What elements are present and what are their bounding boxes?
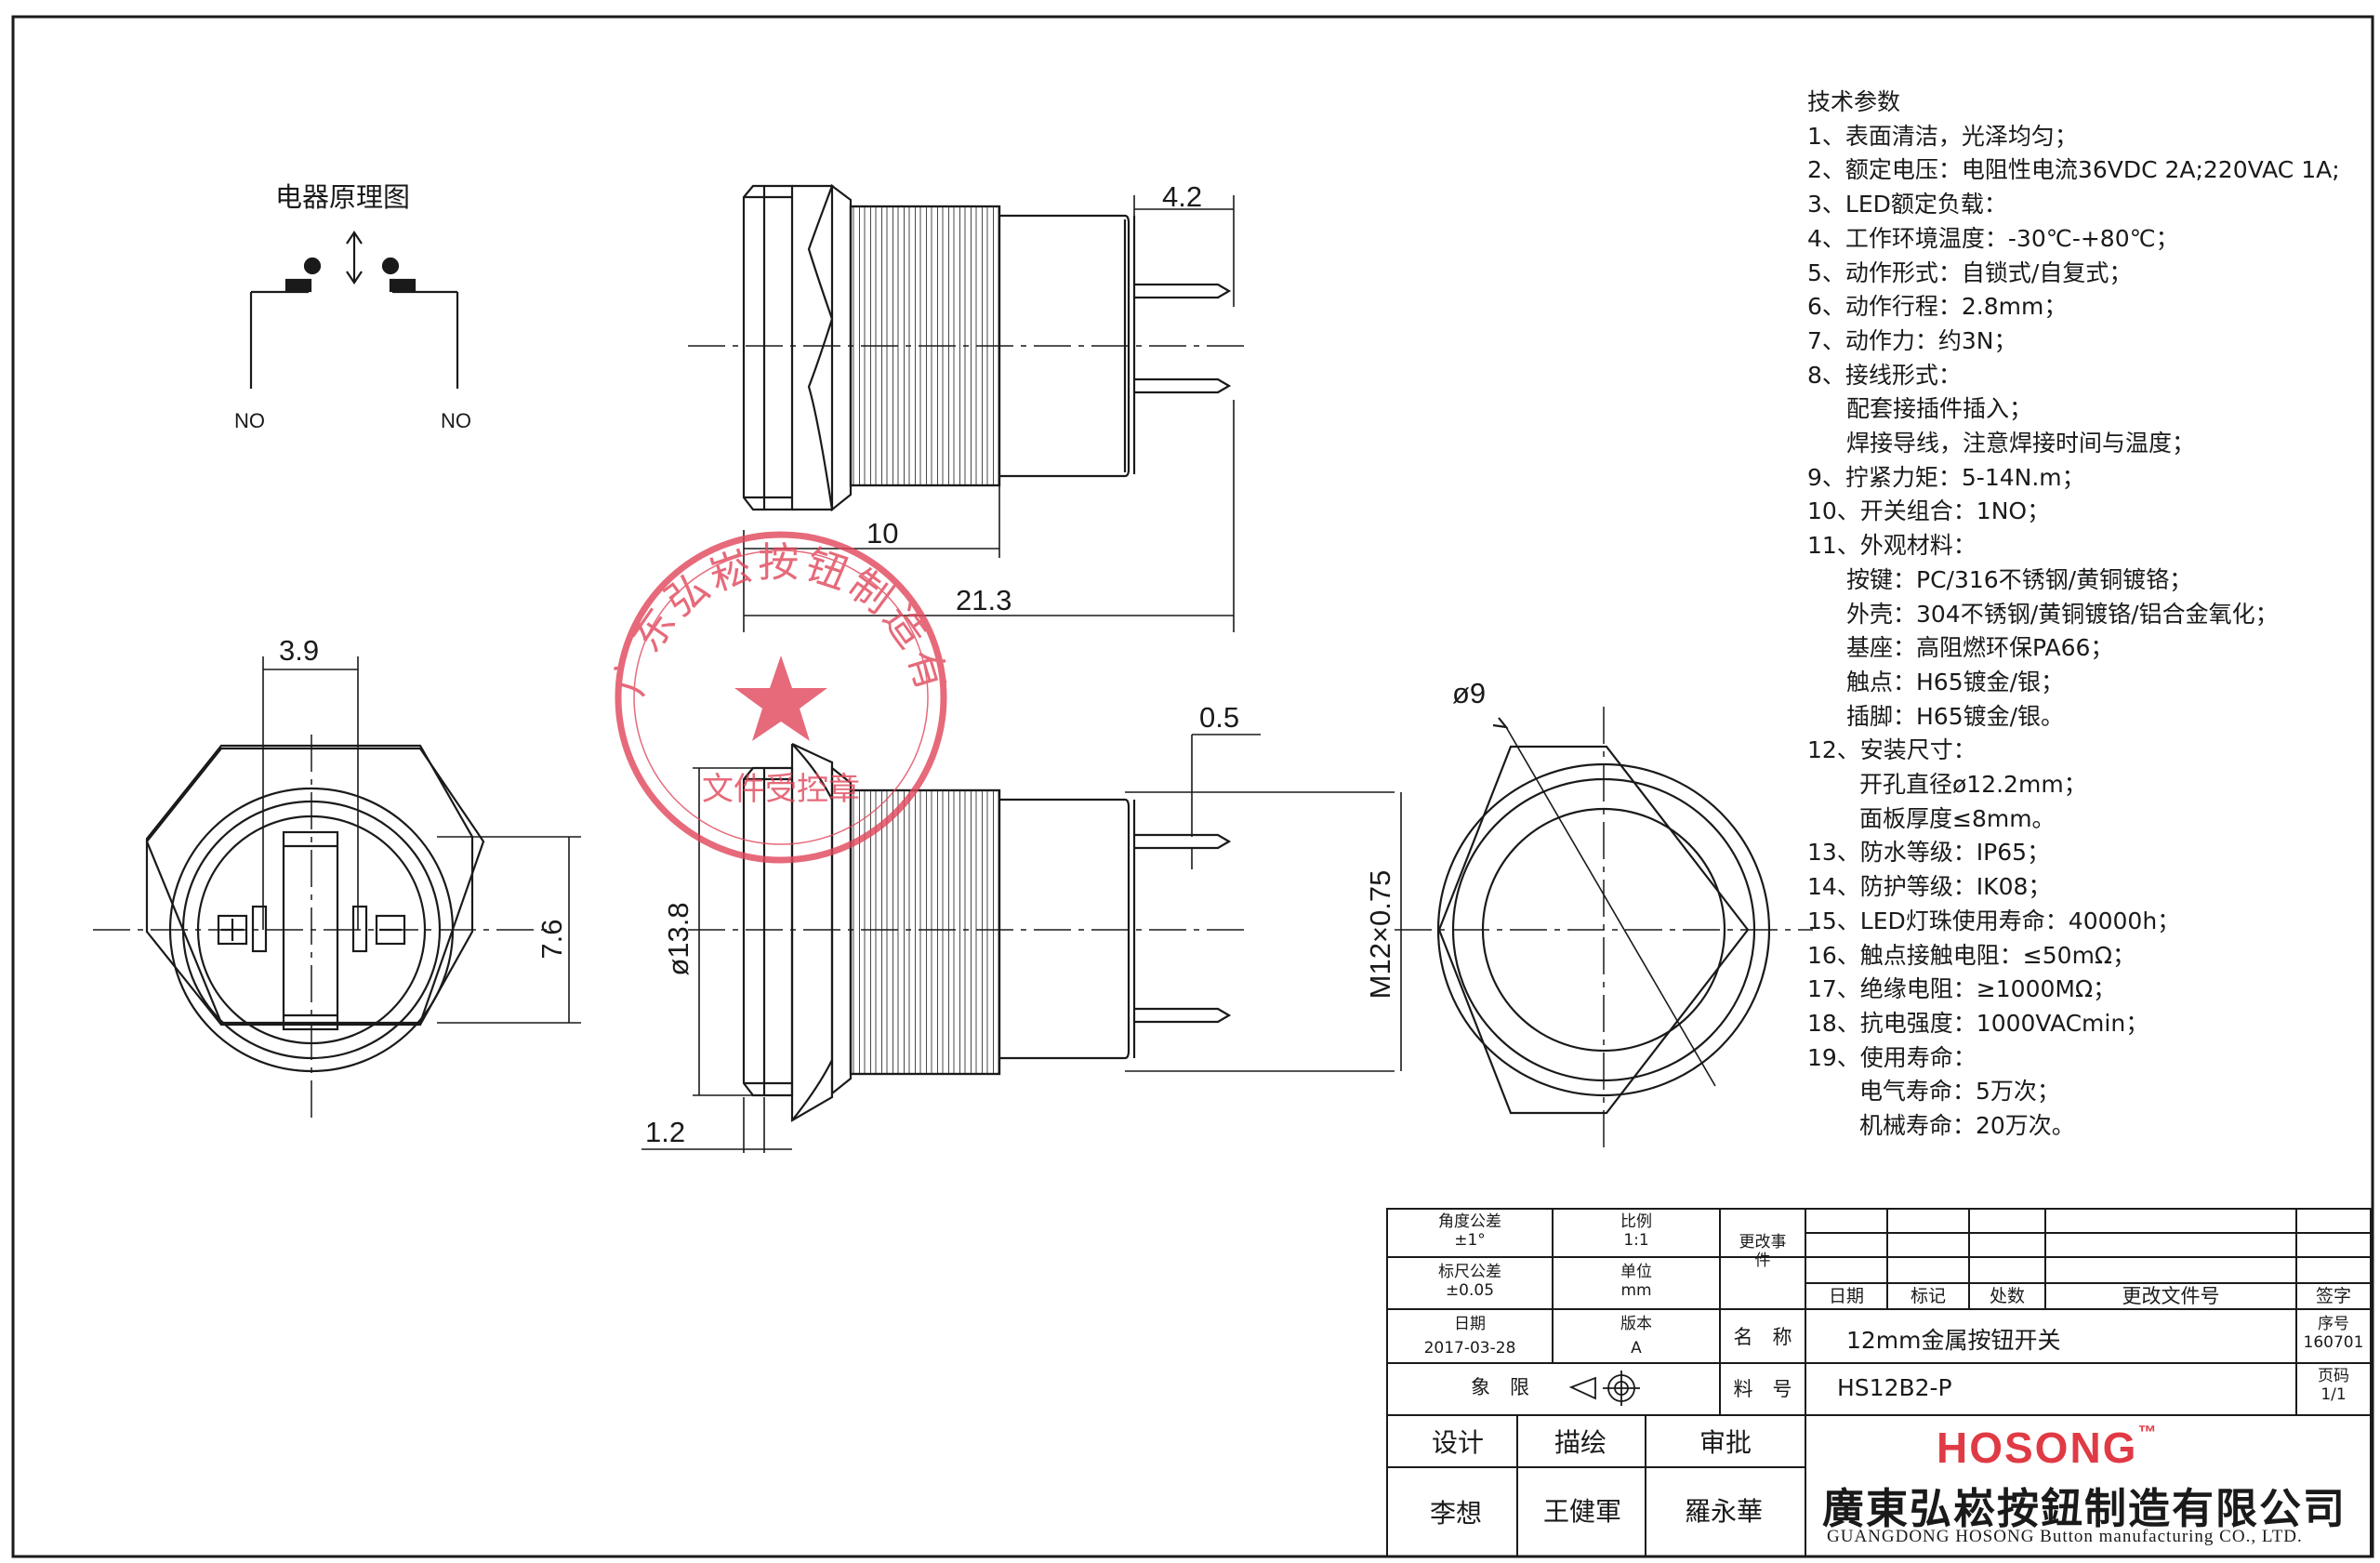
spec-line: 7、动作力：约3N；	[1807, 326, 2017, 354]
side-view-bottom	[742, 743, 1232, 1122]
side-view-top	[742, 183, 1232, 512]
tb-rev-mark: 标记	[1910, 1286, 1946, 1306]
spec-line: 触点：H65镀金/银；	[1846, 668, 2065, 695]
brand-logo: HOSONG™	[1937, 1423, 2159, 1472]
tb-drawer: 王健軍	[1543, 1496, 1622, 1527]
spec-line: 6、动作行程：2.8mm；	[1807, 293, 2068, 321]
projection-symbol-icon	[1568, 1371, 1640, 1406]
tb-change-event: 更改事件	[1739, 1233, 1787, 1270]
schematic-label-right: NO	[441, 409, 471, 432]
svg-text:文件受控章: 文件受控章	[702, 771, 860, 808]
spec-line: 12、安装尺寸：	[1807, 736, 1977, 764]
dimension-labels: 4.2 10 21.3 3.9 7.6 0.5 ø13.8 M12×0.75 1…	[279, 180, 1486, 1148]
tb-angle-tol: 角度公差±1°	[1438, 1212, 1501, 1250]
spec-line: 19、使用寿命：	[1807, 1043, 1977, 1071]
spec-line: 14、防护等级：IK08；	[1807, 873, 2052, 901]
dimension-lines	[262, 195, 1402, 1153]
center-lines	[93, 345, 1813, 1153]
sheet-border	[11, 15, 2374, 1558]
spec-line: 配套接插件插入；	[1846, 395, 2033, 423]
dim-0-5: 0.5	[1199, 701, 1239, 734]
spec-line: 11、外观材料：	[1807, 532, 1977, 560]
title-block-grid	[1386, 1208, 2372, 1557]
dim-7-6: 7.6	[536, 919, 568, 959]
dim-21-3: 21.3	[956, 584, 1012, 616]
tb-approve-label: 审批	[1699, 1427, 1752, 1458]
spec-line: 开孔直径ø12.2mm；	[1859, 771, 2087, 799]
spec-line: 按键：PC/316不锈钢/黄铜镀铬；	[1846, 565, 2193, 593]
spec-line: 焊接导线，注意焊接时间与温度；	[1846, 430, 2196, 457]
tb-rev-date: 日期	[1828, 1286, 1864, 1306]
spec-line: 5、动作形式：自锁式/自复式；	[1807, 258, 2133, 286]
front-view-left	[145, 744, 485, 1073]
tb-design-label: 设计	[1432, 1427, 1485, 1458]
tb-rev-count: 处数	[1989, 1286, 2025, 1306]
spec-line: 10、开关组合：1NO；	[1807, 497, 2051, 525]
dim-4-2: 4.2	[1162, 180, 1202, 213]
dim-13-8: ø13.8	[662, 902, 694, 975]
dim-3-9: 3.9	[279, 634, 319, 667]
technical-specs: 技术参数 1、表面清洁，光泽均匀； 2、额定电压：电阻性电流36VDC 2A;2…	[1807, 86, 2374, 1144]
spec-line: 13、防水等级：IP65；	[1807, 839, 2051, 867]
spec-line: 17、绝缘电阻：≥1000MΩ；	[1807, 975, 2117, 1003]
schematic-label-left: NO	[234, 409, 265, 432]
tb-designer: 李想	[1430, 1498, 1483, 1529]
tb-material-label: 料 号	[1733, 1378, 1792, 1400]
spec-line: 4、工作环境温度：-30℃-+80℃；	[1807, 224, 2179, 252]
schematic-title: 电器原理图	[275, 181, 410, 213]
tb-approver: 羅永華	[1685, 1496, 1764, 1527]
spec-line: 电气寿命：5万次；	[1859, 1078, 2060, 1106]
spec-line: 3、LED额定负载：	[1807, 191, 2007, 219]
tb-name-label: 名 称	[1733, 1326, 1792, 1348]
dim-m12: M12×0.75	[1364, 870, 1396, 1000]
spec-line: 基座：高阻燃环保PA66；	[1846, 634, 2114, 662]
tb-dim-tol: 标尺公差±0.05	[1438, 1263, 1501, 1300]
spec-line: 面板厚度≤8mm。	[1859, 804, 2056, 832]
spec-line: 外壳：304不锈钢/黄铜镀铬/铝合金氧化；	[1846, 600, 2279, 628]
schematic-symbol	[249, 231, 459, 389]
spec-line: 8、接线形式：	[1807, 361, 1962, 389]
svg-text:广东弘崧按钮制造有限公司: 广东弘崧按钮制造有限公司	[0, 0, 957, 701]
spec-line: 2、额定电压：电阻性电流36VDC 2A;220VAC 1A;	[1807, 156, 2340, 184]
specs-title: 技术参数	[1807, 88, 1901, 115]
spec-line: 18、抗电强度：1000VACmin；	[1807, 1009, 2149, 1037]
spec-line: 1、表面清洁，光泽均匀；	[1807, 122, 2078, 150]
tb-material-value: HS12B2-P	[1837, 1374, 1952, 1401]
tb-projection-label: 象 限	[1471, 1376, 1529, 1398]
spec-line: 机械寿命：20万次。	[1859, 1112, 2075, 1140]
dim-1-2: 1.2	[645, 1116, 685, 1148]
dim-9: ø9	[1452, 677, 1486, 709]
company-name-cn: 廣東弘崧按鈕制造有限公司	[1822, 1484, 2347, 1533]
spec-line: 9、拧紧力矩：5-14N.m；	[1807, 463, 2085, 491]
spec-line: 插脚：H65镀金/银。	[1846, 702, 2065, 730]
dim-10: 10	[866, 517, 898, 550]
tb-draw-label: 描绘	[1554, 1427, 1607, 1458]
spec-line: 16、触点接触电阻：≤50mΩ；	[1807, 941, 2136, 969]
tb-rev-sign: 签字	[2315, 1286, 2351, 1306]
tb-name-value: 12mm金属按钮开关	[1846, 1327, 2061, 1354]
tb-rev-doc: 更改文件号	[2122, 1285, 2220, 1307]
company-seal-stamp: 广东弘崧按钮制造有限公司 文件受控章	[0, 0, 957, 864]
spec-line: 15、LED灯珠使用寿命：40000h；	[1807, 907, 2181, 934]
company-name-en: GUANGDONG HOSONG Button manufacturing CO…	[1827, 1527, 2303, 1546]
